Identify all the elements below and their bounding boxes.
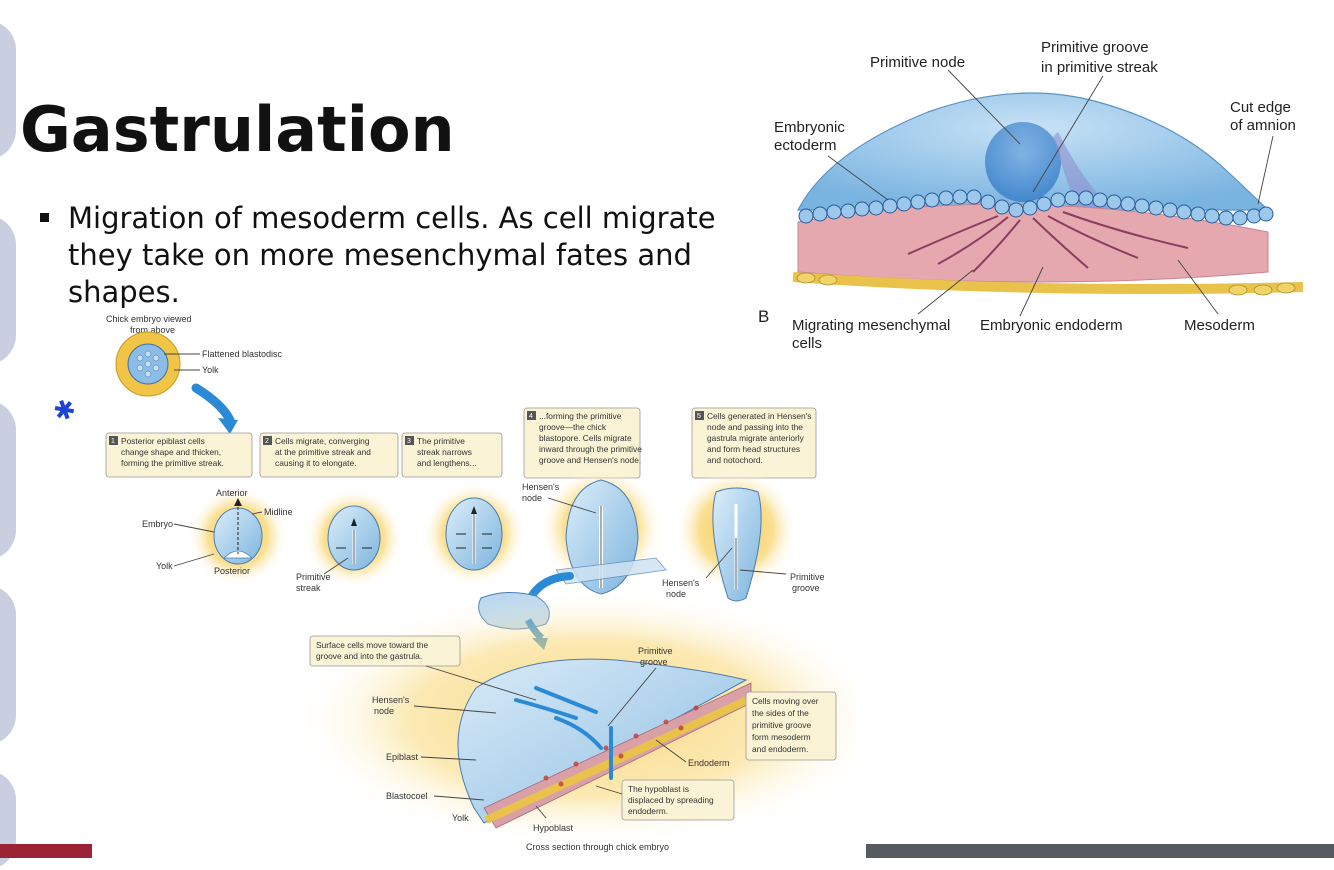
step1-line1: Posterior epiblast cells <box>121 436 205 446</box>
label-hensens-node-cs-1: Hensen's <box>372 695 410 705</box>
figure-b-primitive-streak-section: Primitive node Primitive groove in primi… <box>758 39 1304 352</box>
left-decoration-shape <box>0 215 16 365</box>
label-endoderm: Embryonic endoderm <box>980 317 1123 334</box>
step-box-2: 2 Cells migrate, converging at the primi… <box>259 432 399 478</box>
label-yolk-embryo: Yolk <box>156 561 173 571</box>
step1-line3: forming the primitive streak. <box>121 458 224 468</box>
label-primitive-node: Primitive node <box>870 54 965 71</box>
embryo-stage-1: Anterior Midline Embryo Yolk Posterior <box>142 486 293 586</box>
step-number-1: 1 <box>111 438 115 445</box>
step5-line3: gastrula migrate anteriorly <box>707 433 805 443</box>
embryo-stage-2: Primitive streak <box>296 488 404 593</box>
ectoderm-cell-row <box>798 189 1274 226</box>
panel-letter-b: B <box>758 307 769 326</box>
surface-box-line2: groove and into the gastrula. <box>316 651 422 661</box>
moving-box-line2: the sides of the <box>752 708 809 718</box>
step3-line2: streak narrows <box>417 447 472 457</box>
step5-line4: and form head structures <box>707 444 800 454</box>
step-number-2: 2 <box>265 438 269 445</box>
cross-section-diagram: Surface cells move toward the groove and… <box>291 588 856 852</box>
label-mesoderm: Mesoderm <box>1184 317 1255 334</box>
label-posterior: Posterior <box>214 566 250 576</box>
step4-line5: groove and Hensen's node. <box>539 455 641 465</box>
embryo-stage-3 <box>422 482 526 586</box>
label-epiblast: Epiblast <box>386 752 419 762</box>
step-box-5: 5 Cells generated in Hensen's node and p… <box>691 407 817 479</box>
step1-line2: change shape and thicken, <box>121 447 221 457</box>
moving-box-line3: primitive groove <box>752 720 811 730</box>
label-ectoderm-2: ectoderm <box>774 137 837 154</box>
step-number-4: 4 <box>529 413 533 420</box>
label-hensens-node-cs-2: node <box>374 706 394 716</box>
footer-accent-bar-left <box>0 844 92 858</box>
label-hypoblast: Hypoblast <box>533 823 574 833</box>
label-primitive-groove-cs-1: Primitive <box>638 646 673 656</box>
label-hensens-node-4-2: node <box>522 493 542 503</box>
step4-line2: groove—the chick <box>539 422 607 432</box>
hypoblast-box-line2: displaced by spreading <box>628 795 714 805</box>
step3-line1: The primitive <box>417 436 465 446</box>
label-yolk-cs: Yolk <box>452 813 469 823</box>
step-box-1: 1 Posterior epiblast cells change shape … <box>105 432 253 478</box>
figure-chick-gastrulation: Chick embryo viewed from above Flattened… <box>105 314 856 852</box>
label-primitive-groove-cs-2: groove <box>640 657 668 667</box>
migrating-mesenchymal-cells <box>907 211 1189 273</box>
bullet-item: Migration of mesoderm cells. As cell mig… <box>40 200 720 311</box>
slide-title: Gastrulation <box>20 93 455 166</box>
embryo-stage-4: Hensen's node <box>522 466 667 595</box>
footer-accent-bar-right <box>866 844 1334 858</box>
caption-chick-viewed-1: Chick embryo viewed <box>106 314 192 324</box>
step-box-4: 4 ...forming the primitive groove—the ch… <box>523 407 642 479</box>
label-migrating-1: Migrating mesenchymal <box>792 317 950 334</box>
label-midline: Midline <box>264 507 293 517</box>
label-primitive-groove-2: in primitive streak <box>1041 59 1158 76</box>
hypoblast-box-line1: The hypoblast is <box>628 784 689 794</box>
pen-star-mark-icon: ✱ <box>49 393 81 429</box>
step5-line2: node and passing into the <box>707 422 803 432</box>
left-decoration-shape <box>0 20 16 160</box>
label-primitive-streak-2: streak <box>296 583 321 593</box>
step2-line1: Cells migrate, converging <box>275 436 370 446</box>
step4-line4: inward through the primitive <box>539 444 642 454</box>
label-hensens-node-4-1: Hensen's <box>522 482 560 492</box>
label-cut-edge-2: of amnion <box>1230 117 1296 134</box>
step2-line3: causing it to elongate. <box>275 458 356 468</box>
left-decoration-shape <box>0 400 16 560</box>
hypoblast-box-line3: endoderm. <box>628 806 668 816</box>
label-blastocoel: Blastocoel <box>386 791 428 801</box>
bullet-list: Migration of mesoderm cells. As cell mig… <box>40 200 720 311</box>
embryo-stage-5: Hensen's node Primitive groove <box>662 468 825 602</box>
step4-line1: ...forming the primitive <box>539 411 622 421</box>
surface-box-line1: Surface cells move toward the <box>316 640 429 650</box>
step-box-3: 3 The primitive streak narrows and lengt… <box>401 432 503 478</box>
label-embryo: Embryo <box>142 519 173 529</box>
step4-line3: blastopore. Cells migrate <box>539 433 632 443</box>
left-decoration-shape <box>0 585 16 745</box>
label-flattened-blastodisc: Flattened blastodisc <box>202 349 283 359</box>
moving-box-line5: and endoderm. <box>752 744 808 754</box>
moving-box-line1: Cells moving over <box>752 696 819 706</box>
label-primitive-groove-5-1: Primitive <box>790 572 825 582</box>
label-anterior: Anterior <box>216 488 248 498</box>
step3-line3: and lengthens... <box>417 458 477 468</box>
label-migrating-2: cells <box>792 335 822 352</box>
step5-line5: and notochord. <box>707 455 763 465</box>
label-ectoderm-1: Embryonic <box>774 119 845 136</box>
step5-line1: Cells generated in Hensen's <box>707 411 812 421</box>
label-primitive-streak-1: Primitive <box>296 572 331 582</box>
label-primitive-groove-5-2: groove <box>792 583 820 593</box>
label-cut-edge-1: Cut edge <box>1230 99 1291 116</box>
label-yolk-top: Yolk <box>202 365 219 375</box>
label-hensens-node-5-1: Hensen's <box>662 578 700 588</box>
caption-chick-viewed-2: from above <box>130 325 175 335</box>
label-endoderm-cs: Endoderm <box>688 758 730 768</box>
step-number-3: 3 <box>407 438 411 445</box>
step-number-5: 5 <box>697 413 701 420</box>
step2-line2: at the primitive streak and <box>275 447 371 457</box>
moving-box-line4: form mesoderm <box>752 732 811 742</box>
label-primitive-groove-1: Primitive groove <box>1041 39 1149 56</box>
caption-cross-section: Cross section through chick embryo <box>526 842 669 852</box>
